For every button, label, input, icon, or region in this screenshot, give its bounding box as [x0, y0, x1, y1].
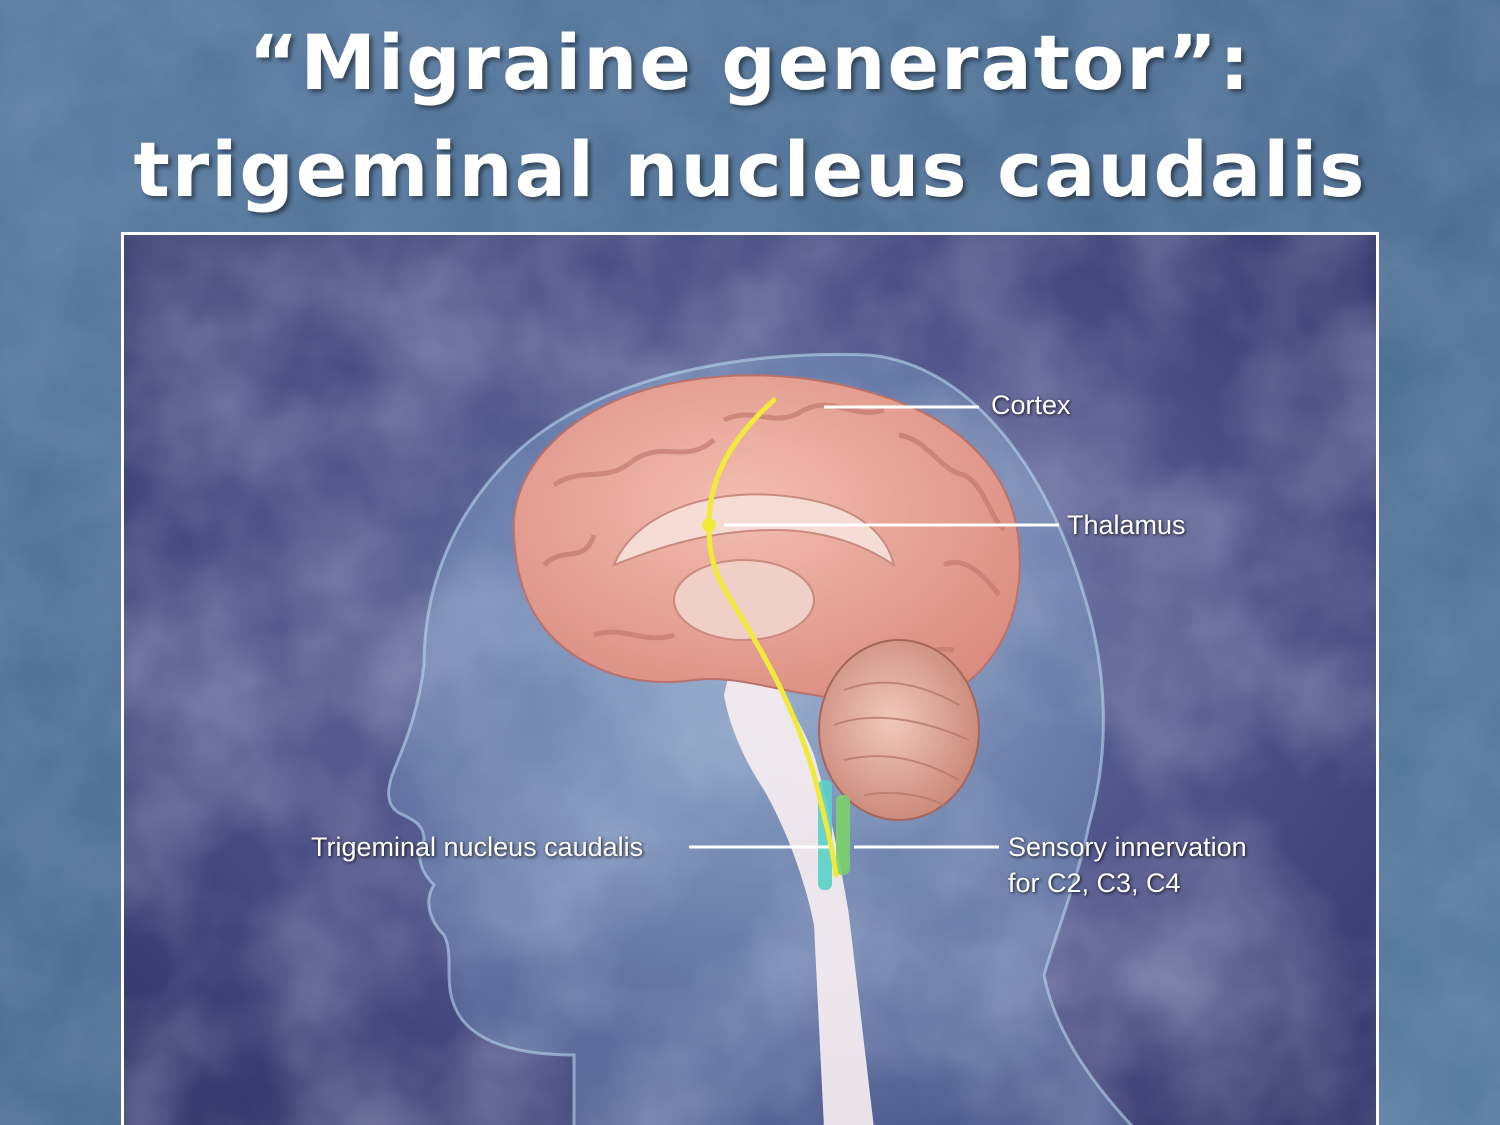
slide-title-line-2: trigeminal nucleus caudalis	[133, 125, 1367, 214]
brain-illustration	[124, 235, 1376, 1125]
leader-lines	[689, 405, 1059, 849]
cerebellum-folia	[833, 681, 970, 806]
cerebrum	[512, 374, 1021, 703]
pain-pathway	[706, 397, 839, 878]
thalamus-junction	[702, 518, 716, 532]
spinal-cord	[724, 645, 874, 1125]
slide-title-line-1: “Migraine generator”:	[248, 18, 1252, 107]
label-sensory-innervation-line-2: for C2, C3, C4	[1008, 868, 1181, 898]
thalamus-structure	[673, 559, 815, 641]
label-sensory-innervation: Sensory innervation for C2, C3, C4	[1008, 829, 1247, 901]
sensory-innervation-marker	[836, 795, 850, 875]
label-sensory-innervation-line-1: Sensory innervation	[1008, 832, 1247, 862]
label-thalamus: Thalamus	[1067, 510, 1186, 540]
label-trigeminal-nucleus-caudalis: Trigeminal nucleus caudalis	[311, 832, 644, 862]
anatomy-figure: Cortex Thalamus Trigeminal nucleus cauda…	[121, 232, 1379, 1125]
label-cortex: Cortex	[991, 390, 1071, 420]
corpus-callosum	[612, 493, 896, 568]
